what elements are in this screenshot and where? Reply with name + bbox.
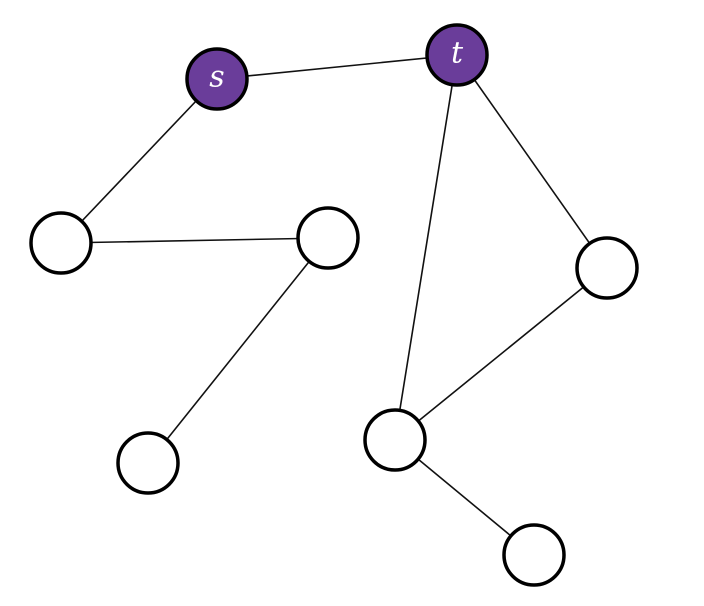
node-circle: [185, 47, 249, 111]
edge-d-e: [394, 267, 608, 441]
nodes: st: [29, 23, 639, 587]
node-circle: [425, 23, 489, 87]
edge-t-e: [394, 54, 458, 441]
node-e: [363, 408, 427, 472]
node-circle: [363, 408, 427, 472]
edge-s-a: [60, 78, 218, 244]
edge-a-b: [60, 237, 329, 244]
node-c: [116, 431, 180, 495]
node-b: [296, 206, 360, 270]
edges: [60, 54, 608, 556]
node-circle: [575, 236, 639, 300]
node-t: t: [425, 23, 489, 87]
node-f: [502, 523, 566, 587]
edge-b-c: [147, 237, 329, 464]
node-circle: [296, 206, 360, 270]
node-circle: [502, 523, 566, 587]
node-d: [575, 236, 639, 300]
node-circle: [116, 431, 180, 495]
node-label: s: [209, 60, 224, 95]
edge-s-t: [216, 54, 458, 80]
node-label: t: [451, 36, 464, 71]
node-s: s: [185, 47, 249, 111]
node-circle: [29, 211, 93, 275]
node-a: [29, 211, 93, 275]
edge-t-d: [456, 54, 608, 269]
